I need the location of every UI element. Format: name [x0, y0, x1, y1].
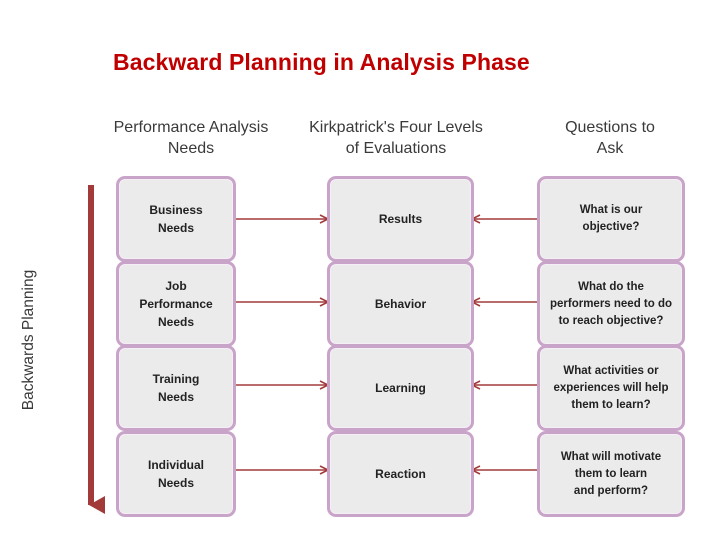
- header-line: Kirkpatrick's Four Levels: [309, 119, 483, 136]
- question-box-3: What activities or experiences will help t…: [537, 345, 685, 431]
- question-box-1: What is our objective?: [537, 176, 685, 262]
- box-text-line: experiences will help: [553, 381, 669, 394]
- box-text-line: Job: [165, 279, 187, 293]
- box-text-line: Training: [152, 372, 200, 386]
- header-line: Ask: [596, 140, 624, 157]
- level-box-behavior: Behavior: [327, 261, 474, 347]
- box-text-line: Needs: [157, 221, 194, 235]
- box-text-line: Learning: [375, 381, 426, 395]
- question-box-4: What will motivate them to learn and perfo…: [537, 431, 685, 517]
- box-text-line: What will motivate: [560, 450, 662, 463]
- box-text-line: Individual: [147, 458, 204, 472]
- box-text-line: What do the: [578, 280, 644, 293]
- header-line: Performance Analysis: [113, 119, 269, 136]
- box-text-line: objective?: [582, 221, 640, 233]
- box-text-line: Needs: [157, 315, 195, 329]
- box-text-line: performers need to do: [549, 297, 673, 310]
- header-kirkpatrick-levels: Kirkpatrick's Four Levels of Evaluations: [290, 117, 502, 159]
- header-questions-to-ask: Questions to Ask: [530, 117, 690, 159]
- header-line: Questions to: [565, 119, 655, 136]
- page-title: Backward Planning in Analysis Phase: [113, 49, 530, 75]
- box-text-line: them to learn: [574, 467, 648, 480]
- box-text-line: Behavior: [374, 297, 427, 311]
- box-text-line: What is our: [579, 204, 643, 216]
- level-box-reaction: Reaction: [327, 431, 474, 517]
- level-box-results: Results: [327, 176, 474, 262]
- box-text-line: Reaction: [375, 467, 426, 481]
- box-text-line: Needs: [157, 476, 194, 490]
- box-text-line: to reach objective?: [558, 314, 664, 327]
- box-text-line: Results: [378, 212, 423, 226]
- box-text-line: and perform?: [573, 484, 649, 497]
- header-line: of Evaluations: [345, 140, 447, 157]
- header-performance-analysis-needs: Performance Analysis Needs: [96, 117, 286, 159]
- header-line: Needs: [167, 140, 215, 157]
- level-box-learning: Learning: [327, 345, 474, 431]
- box-text-line: Performance: [139, 297, 213, 311]
- question-box-2: What do the performers need to do to reach…: [537, 261, 685, 347]
- box-text-line: them to learn?: [571, 398, 651, 411]
- box-text-line: Needs: [157, 390, 194, 404]
- box-text-line: Business: [149, 203, 203, 217]
- box-text-line: What activities or: [563, 364, 659, 377]
